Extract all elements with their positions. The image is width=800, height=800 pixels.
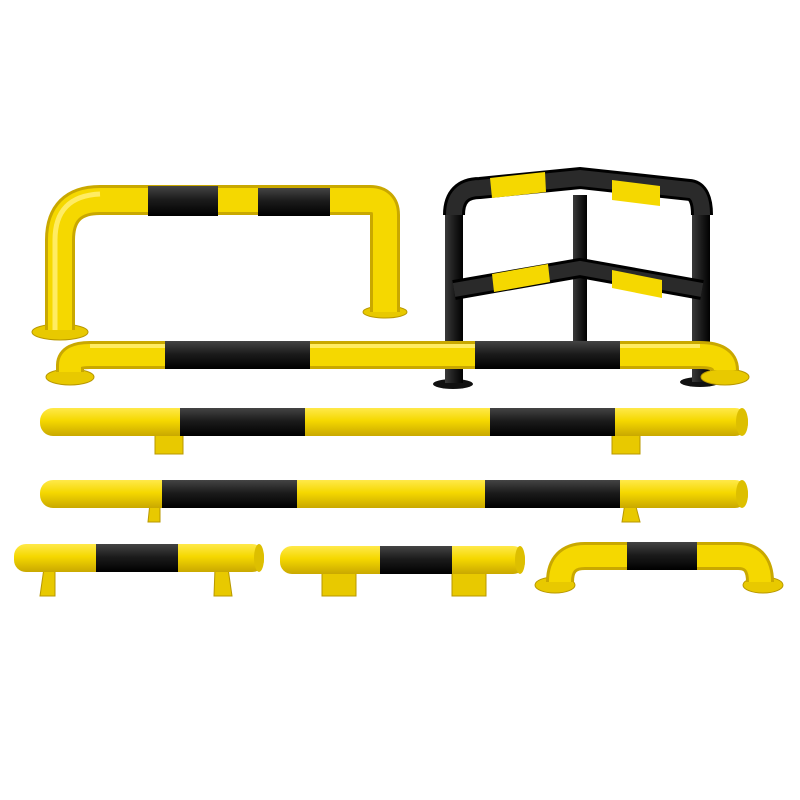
- base-plate-right: [700, 368, 750, 386]
- mount-bracket: [451, 569, 487, 597]
- bent-end-guard-rail-long: [45, 341, 750, 386]
- short-guard-bar-bracket-mount-2: [280, 546, 525, 597]
- black-stripe: [165, 341, 310, 369]
- black-stripe: [96, 544, 178, 572]
- black-stripe: [180, 408, 305, 436]
- short-guard-bar-bracket-mount: [14, 544, 264, 597]
- yellow-stripe: [612, 180, 660, 206]
- short-bent-end-guard: [534, 542, 784, 594]
- yellow-stripe: [492, 264, 550, 292]
- black-stripe: [148, 186, 218, 216]
- black-stripe: [162, 480, 297, 508]
- black-stripe: [490, 408, 615, 436]
- yellow-stripe: [612, 270, 662, 298]
- black-stripe: [475, 341, 620, 369]
- black-stripe: [485, 480, 620, 508]
- u-shaped-guard-arch: [31, 185, 408, 341]
- straight-guard-bar-bracket-mount-long: [40, 408, 748, 455]
- yellow-stripe: [490, 172, 546, 198]
- corner-guard-rail: [433, 166, 720, 389]
- black-stripe: [380, 546, 452, 574]
- black-stripe: [627, 542, 697, 570]
- black-stripe: [258, 188, 330, 216]
- straight-guard-bar-bracket-mount-long-2: [40, 480, 748, 523]
